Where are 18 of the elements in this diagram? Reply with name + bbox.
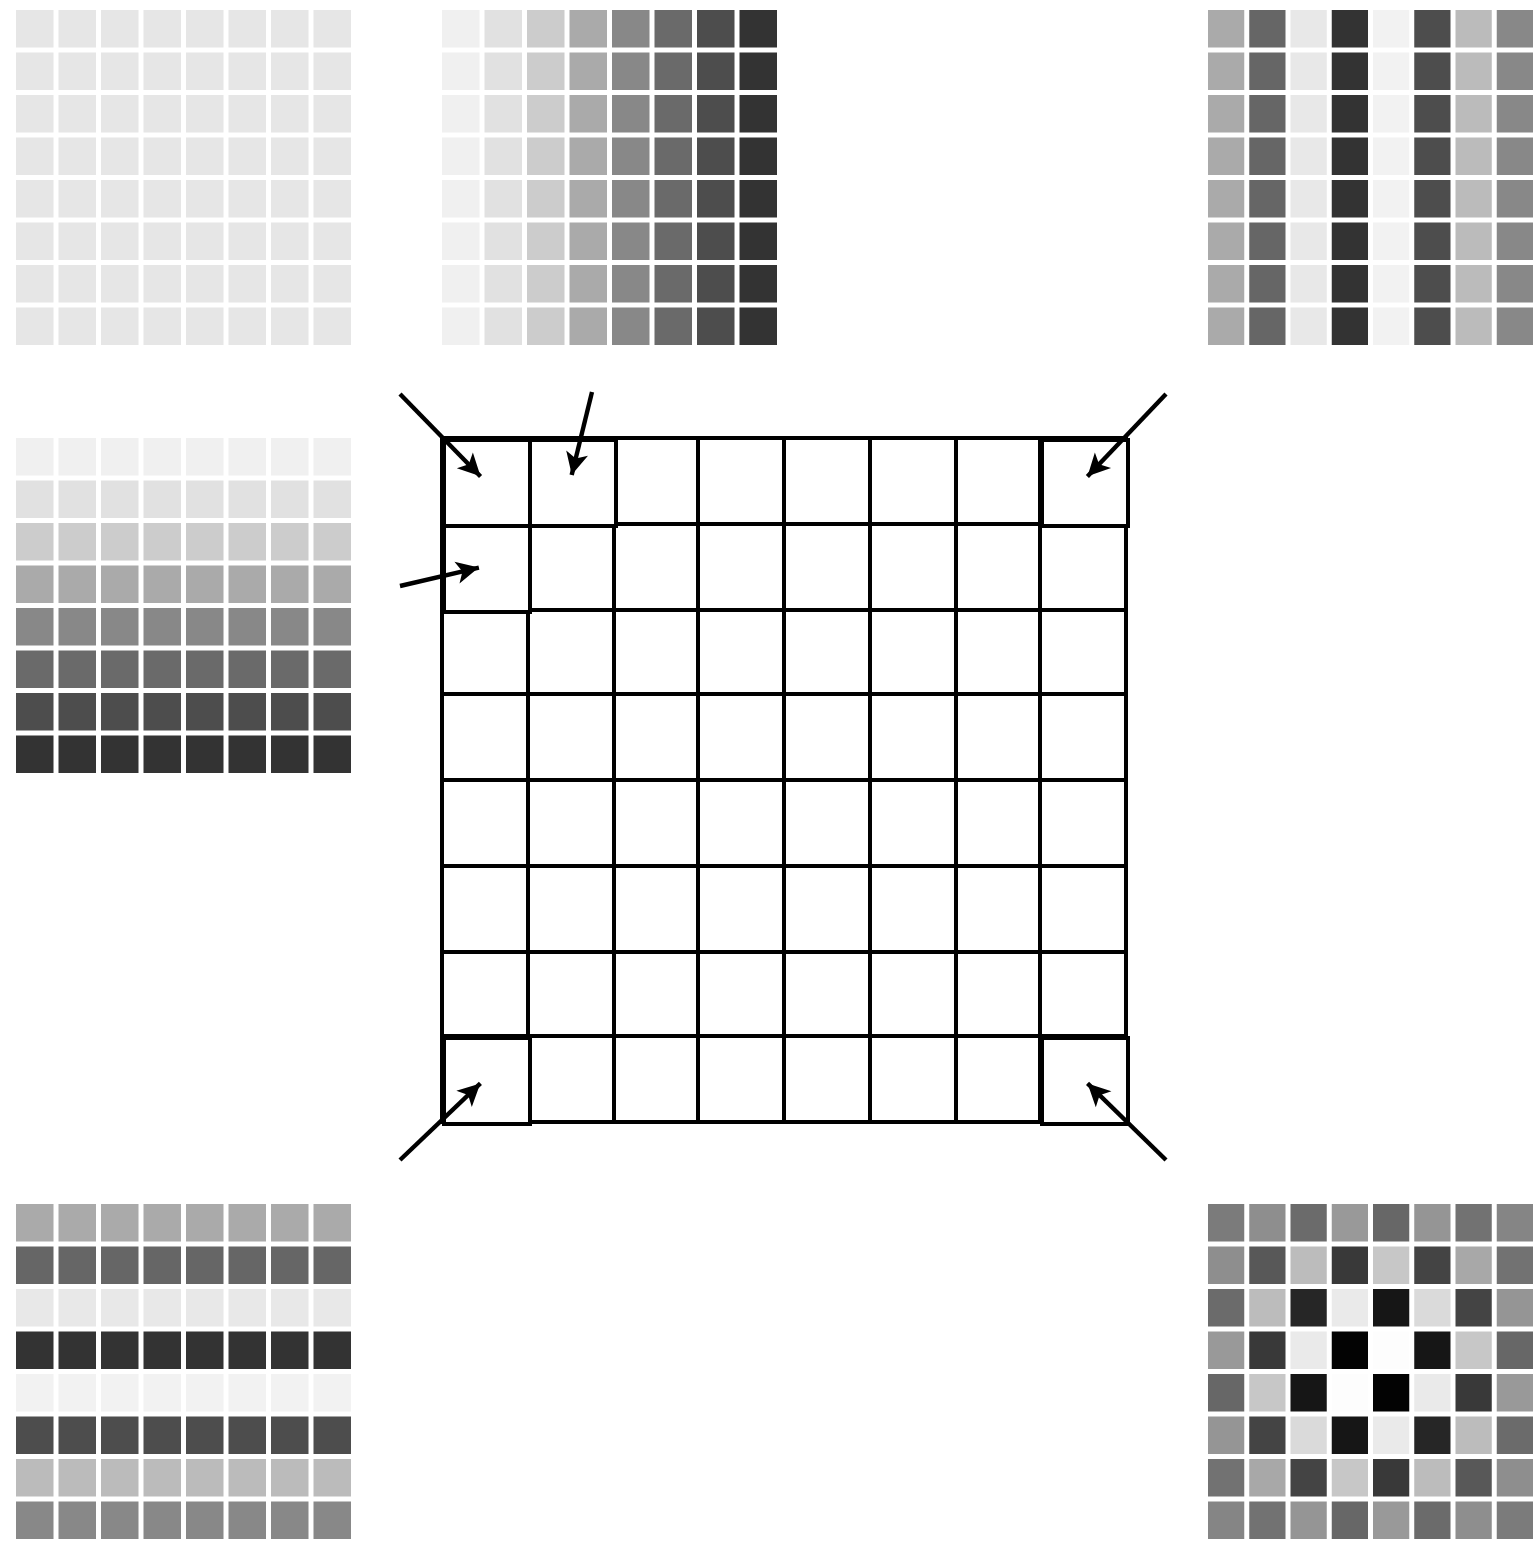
grid-cell — [442, 1036, 532, 1126]
arrow — [566, 391, 595, 476]
tile-pattern-drawing — [16, 1204, 356, 1544]
grid-cell — [527, 438, 617, 528]
arrow — [399, 561, 480, 589]
tile-pattern-drawing — [442, 10, 782, 350]
grid-cell — [1040, 438, 1130, 528]
grid-cell — [442, 438, 532, 528]
grid-cell — [1040, 1036, 1130, 1126]
tile-pattern-drawing — [16, 10, 356, 350]
arrow — [1085, 392, 1168, 478]
grid-cell — [442, 523, 532, 613]
tile-pattern-drawing — [1208, 10, 1538, 350]
arrow — [398, 1081, 482, 1162]
arrow — [1086, 1081, 1168, 1162]
tile-pattern-drawing — [1208, 1204, 1538, 1544]
tile-pattern-drawing — [16, 438, 356, 778]
arrow — [398, 392, 483, 478]
